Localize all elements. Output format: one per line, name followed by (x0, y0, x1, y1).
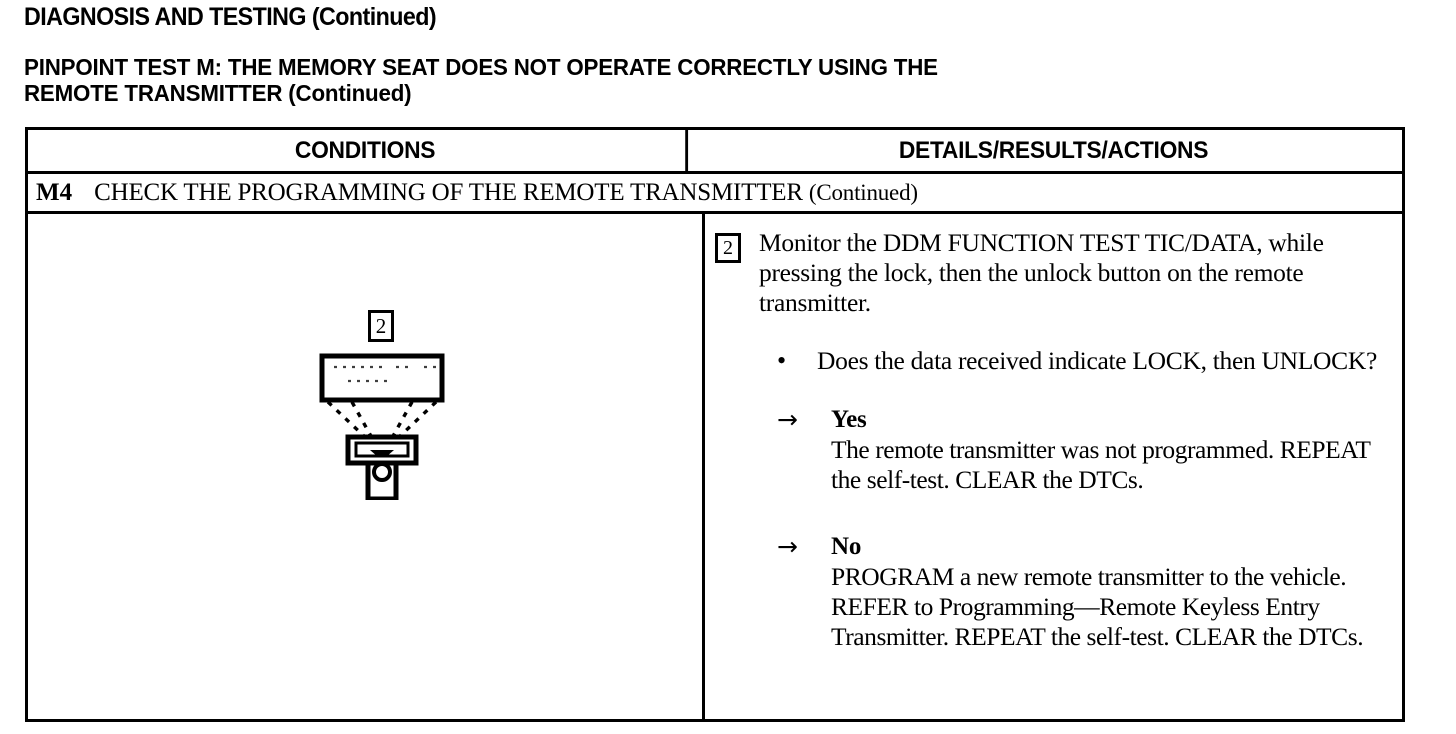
table-body-row: 2 (28, 214, 1402, 719)
branch-yes-text: The remote transmitter was not programme… (831, 435, 1371, 494)
instruction-block: 2 Monitor the DDM FUNCTION TEST TIC/DATA… (715, 228, 1396, 318)
pinpoint-test-heading-line1: PINPOINT TEST M: THE MEMORY SEAT DOES NO… (24, 54, 938, 80)
table-step-row: M4 CHECK THE PROGRAMMING OF THE REMOTE T… (28, 174, 1402, 214)
arrow-right-icon: → (777, 405, 798, 434)
pinpoint-test-heading-line2: REMOTE TRANSMITTER (Continued) (24, 80, 412, 106)
scan-tool-screen-text (334, 365, 436, 383)
scan-tool-transmitter-diagram: 2 (296, 310, 466, 500)
page-header: DIAGNOSIS AND TESTING (Continued) PINPOI… (24, 2, 1424, 106)
step-title: CHECK THE PROGRAMMING OF THE REMOTE TRAN… (94, 179, 918, 207)
branch-yes-content: Yes The remote transmitter was not progr… (831, 404, 1396, 495)
branch-no-label: No (831, 533, 862, 560)
instruction-text: Monitor the DDM FUNCTION TEST TIC/DATA, … (759, 228, 1324, 317)
details-content: 2 Monitor the DDM FUNCTION TEST TIC/DATA… (715, 228, 1396, 652)
table-header-row: CONDITIONS DETAILS/RESULTS/ACTIONS (28, 130, 1402, 174)
question-text: Does the data received indicate LOCK, th… (817, 346, 1377, 375)
pinpoint-test-heading: PINPOINT TEST M: THE MEMORY SEAT DOES NO… (24, 54, 1373, 106)
step-title-main: CHECK THE PROGRAMMING OF THE REMOTE TRAN… (94, 178, 809, 206)
branch-no: → No PROGRAM a new remote transmitter to… (715, 531, 1396, 652)
question-block: • Does the data received indicate LOCK, … (715, 346, 1396, 376)
diagnostic-table: CONDITIONS DETAILS/RESULTS/ACTIONS M4 CH… (25, 127, 1405, 722)
branch-no-text: PROGRAM a new remote transmitter to the … (831, 562, 1364, 651)
details-cell: 2 Monitor the DDM FUNCTION TEST TIC/DATA… (705, 214, 1402, 719)
signal-rays (326, 400, 438, 440)
conditions-cell: 2 (28, 214, 705, 719)
branch-yes: → Yes The remote transmitter was not pro… (715, 404, 1396, 495)
diagram-graphics (319, 353, 445, 500)
details-callout-2: 2 (715, 233, 741, 263)
arrow-right-icon: → (777, 532, 798, 561)
scan-tool-display (319, 353, 445, 403)
bullet-icon: • (777, 346, 787, 375)
page-title: DIAGNOSIS AND TESTING (Continued) (24, 3, 437, 31)
step-title-continued: (Continued) (808, 179, 918, 205)
column-header-conditions: CONDITIONS (45, 130, 689, 171)
branch-no-content: No PROGRAM a new remote transmitter to t… (831, 531, 1396, 652)
diagram-callout-2: 2 (368, 310, 394, 342)
remote-transmitter (345, 434, 419, 500)
step-id: M4 (36, 178, 73, 206)
branch-yes-label: Yes (831, 406, 867, 433)
column-header-details: DETAILS/RESULTS/ACTIONS (898, 136, 1209, 164)
